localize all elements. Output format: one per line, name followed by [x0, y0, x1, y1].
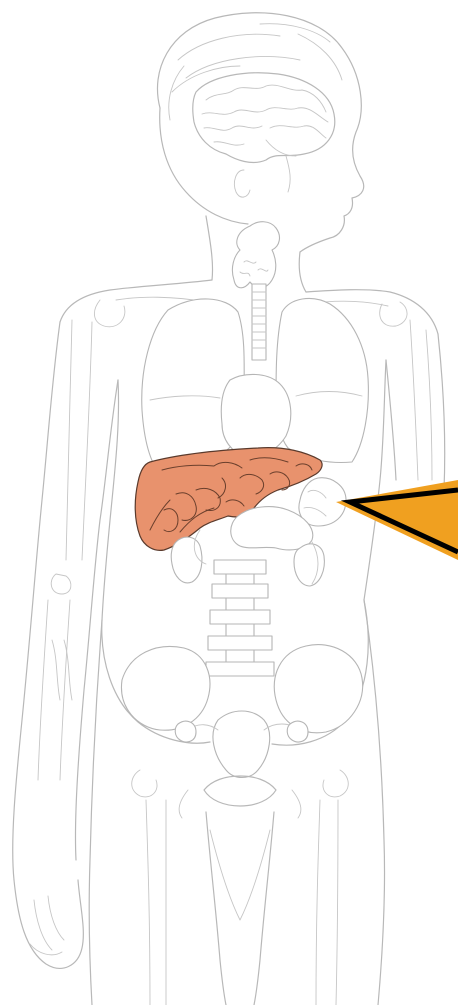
face-back — [160, 108, 248, 224]
ear — [234, 170, 250, 197]
right-arm-inner — [386, 360, 396, 480]
left-kidney — [171, 537, 202, 583]
pelvic-detail — [179, 790, 301, 818]
brain-folds — [202, 85, 328, 145]
head — [157, 13, 363, 252]
right-arm-bones — [410, 320, 432, 480]
thyroid — [232, 222, 279, 288]
left-ilium — [121, 646, 209, 730]
left-arm-inner — [75, 380, 118, 860]
uterus — [213, 711, 270, 778]
inner-thigh-left — [206, 812, 226, 1005]
hair-strands — [169, 24, 342, 120]
brain-outline — [193, 73, 335, 163]
vertebra-2 — [212, 584, 268, 598]
heart — [221, 374, 291, 457]
inner-thigh-right — [254, 812, 274, 1005]
groin-lines — [210, 830, 270, 920]
left-ovary — [175, 721, 196, 742]
left-torso-side — [102, 380, 119, 620]
trachea — [252, 284, 266, 360]
vertebra-3 — [210, 610, 270, 624]
pointer-arrow — [336, 480, 458, 560]
pubic-symphysis — [204, 776, 276, 806]
right-ovary — [287, 721, 308, 742]
neck-left — [206, 216, 213, 280]
vertebra-5 — [206, 662, 274, 676]
right-lung — [276, 298, 368, 462]
left-arm-outer — [13, 322, 60, 880]
left-arm-bones — [38, 320, 92, 780]
right-arm-outer — [438, 334, 445, 490]
left-fingers — [30, 896, 64, 955]
vertebra-4 — [208, 636, 272, 650]
left-elbow — [51, 574, 71, 594]
brain-stem — [266, 140, 296, 192]
left-leg-outer — [89, 620, 102, 1005]
left-forearm-detail — [52, 640, 72, 700]
neck-right — [299, 252, 306, 292]
vertebra-1 — [214, 560, 266, 574]
shoulder-joints — [94, 300, 407, 327]
right-ilium — [274, 645, 362, 733]
femur-bones — [146, 800, 338, 1005]
right-kidney — [294, 544, 324, 586]
